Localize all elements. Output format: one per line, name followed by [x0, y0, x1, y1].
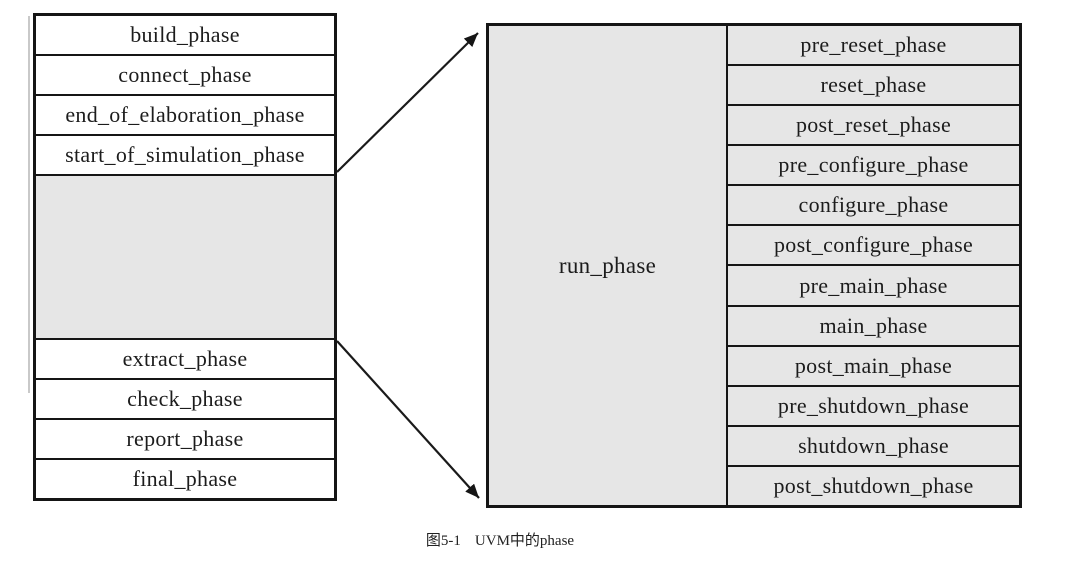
phase-cell-start-of-simulation: start_of_simulation_phase — [36, 136, 334, 176]
subphase-cell-reset: reset_phase — [728, 64, 1019, 105]
phase-cell-connect: connect_phase — [36, 56, 334, 96]
phase-cell-build: build_phase — [36, 16, 334, 56]
run-subphases-column: pre_reset_phase reset_phase post_reset_p… — [728, 26, 1019, 505]
page-edge-line — [28, 16, 30, 393]
common-phases-table: build_phase connect_phase end_of_elabora… — [33, 13, 337, 501]
subphase-label: post_reset_phase — [795, 112, 952, 138]
phase-label: check_phase — [127, 386, 243, 411]
figure-caption-number: 图5-1 — [425, 533, 461, 549]
subphase-label: post_main_phase — [794, 352, 953, 378]
run-phase-table: run_phase pre_reset_phase reset_phase po… — [486, 23, 1022, 508]
subphase-label: configure_phase — [798, 192, 949, 218]
figure-caption-text: UVM中的phase — [474, 533, 575, 549]
run-phase-cell: run_phase — [489, 26, 728, 505]
subphase-cell-pre-shutdown: pre_shutdown_phase — [728, 384, 1019, 425]
run-phase-placeholder-block — [36, 176, 334, 338]
phase-cell-final: final_phase — [36, 458, 334, 498]
phase-label: final_phase — [132, 466, 238, 491]
subphase-label: pre_configure_phase — [778, 152, 969, 178]
arrow-down-right-icon — [336, 340, 480, 499]
phase-cell-extract: extract_phase — [36, 338, 334, 378]
run-phase-label: run_phase — [558, 252, 657, 278]
arrow-up-right-icon — [336, 32, 479, 173]
subphase-label: shutdown_phase — [798, 432, 949, 458]
phase-cell-check: check_phase — [36, 378, 334, 418]
phase-cell-report: report_phase — [36, 418, 334, 458]
subphase-cell-pre-reset: pre_reset_phase — [728, 26, 1019, 65]
subphase-cell-post-reset: post_reset_phase — [728, 104, 1019, 145]
phase-label: end_of_elaboration_phase — [65, 102, 305, 127]
phase-label: connect_phase — [118, 62, 252, 87]
subphase-label: main_phase — [819, 312, 928, 338]
subphase-label: pre_main_phase — [799, 272, 948, 298]
subphase-cell-pre-configure: pre_configure_phase — [728, 144, 1019, 185]
subphase-cell-pre-main: pre_main_phase — [728, 264, 1019, 305]
phase-cell-end-of-elaboration: end_of_elaboration_phase — [36, 96, 334, 136]
subphase-label: pre_reset_phase — [800, 32, 947, 58]
phase-label: start_of_simulation_phase — [65, 142, 305, 167]
subphase-label: pre_shutdown_phase — [777, 392, 970, 418]
phase-label: report_phase — [126, 426, 244, 451]
subphase-cell-post-main: post_main_phase — [728, 344, 1019, 385]
phase-label: extract_phase — [122, 346, 248, 371]
subphase-cell-configure: configure_phase — [728, 184, 1019, 225]
subphase-cell-post-configure: post_configure_phase — [728, 224, 1019, 265]
figure-caption: 图5-1 UVM中的phase — [0, 529, 1000, 550]
subphase-cell-shutdown: shutdown_phase — [728, 424, 1019, 465]
subphase-cell-main: main_phase — [728, 304, 1019, 345]
subphase-label: post_shutdown_phase — [773, 472, 974, 498]
phase-label: build_phase — [130, 22, 240, 47]
subphase-cell-post-shutdown: post_shutdown_phase — [728, 464, 1019, 505]
subphase-label: post_configure_phase — [773, 232, 974, 258]
subphase-label: reset_phase — [820, 72, 927, 98]
